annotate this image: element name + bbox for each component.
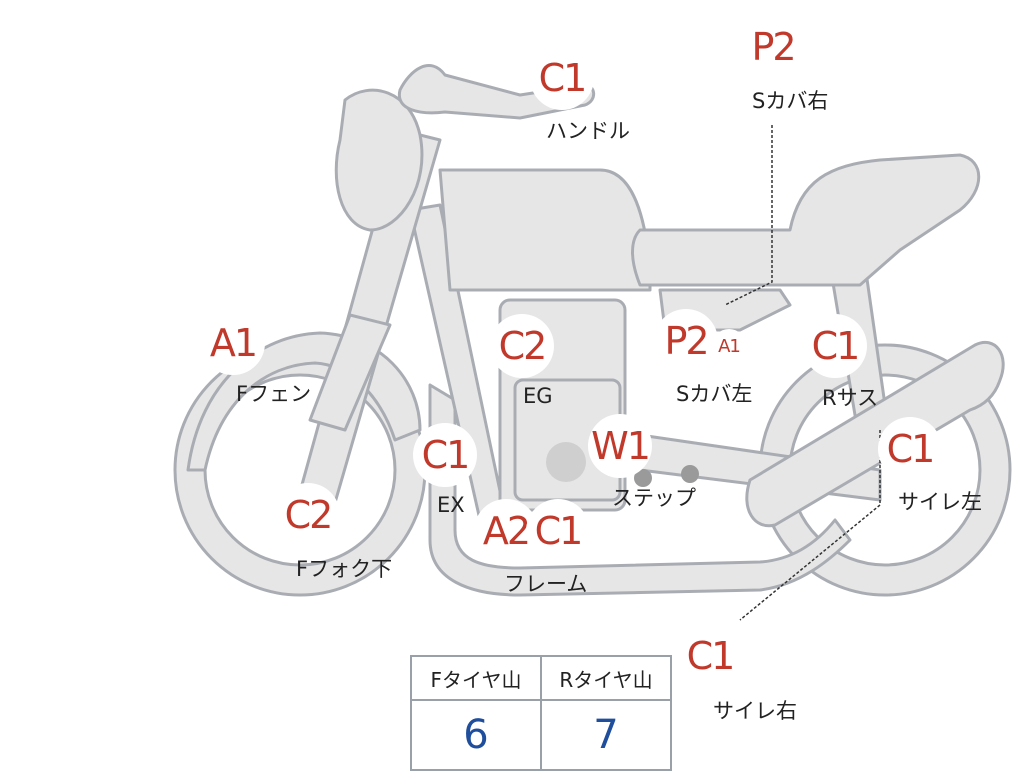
headlight (334, 88, 424, 232)
label-handle: ハンドル (546, 119, 630, 143)
label-exhaust: EX (437, 493, 465, 517)
label-f-fork-lower: Fフォク下 (296, 557, 393, 581)
label-engine: EG (523, 384, 553, 408)
grade-handle: C1 (532, 48, 592, 108)
label-frame: フレーム (504, 572, 588, 596)
value-rear-tire: 7 (540, 699, 672, 771)
grade-s-cover-left: P2 (656, 311, 716, 371)
header-rear-tire: Rタイヤ山 (540, 655, 672, 701)
handlebar (397, 64, 596, 120)
header-front-tire: Fタイヤ山 (410, 655, 542, 701)
grade-r-suspension: C1 (805, 316, 865, 376)
seat (631, 153, 981, 287)
muffler (745, 341, 1005, 528)
grade-muffler-left: C1 (880, 419, 940, 479)
grade-frame-2: C1 (528, 501, 588, 561)
grade-muffler-right: C1 (680, 626, 740, 686)
label-muffler-right: サイレ右 (713, 699, 797, 723)
label-step: ステップ (612, 486, 696, 510)
grade-exhaust: C1 (415, 425, 475, 485)
label-r-suspension: Rサス (822, 386, 879, 410)
label-s-cover-left: Sカバ左 (676, 382, 753, 406)
grade-f-fender: A1 (203, 313, 263, 373)
grade-frame: A2 (476, 501, 536, 561)
label-f-fender: Fフェン (236, 382, 312, 406)
grade-engine: C2 (492, 316, 552, 376)
grade-s-cover-left-2: A1 (714, 331, 744, 361)
frame-rail (428, 383, 852, 597)
label-s-cover-right: Sカバ右 (752, 89, 829, 113)
grade-step: W1 (590, 416, 651, 476)
leader-s-cover-right (724, 125, 773, 306)
tire-tread-table: Fタイヤ山 Rタイヤ山 6 7 (410, 655, 672, 771)
grade-s-cover-right: P2 (743, 17, 803, 77)
gas-tank (438, 168, 652, 292)
rear-wheel (758, 343, 1012, 597)
grade-f-fork-lower: C2 (278, 485, 338, 545)
value-front-tire: 6 (410, 699, 542, 771)
label-muffler-left: サイレ左 (898, 490, 982, 514)
